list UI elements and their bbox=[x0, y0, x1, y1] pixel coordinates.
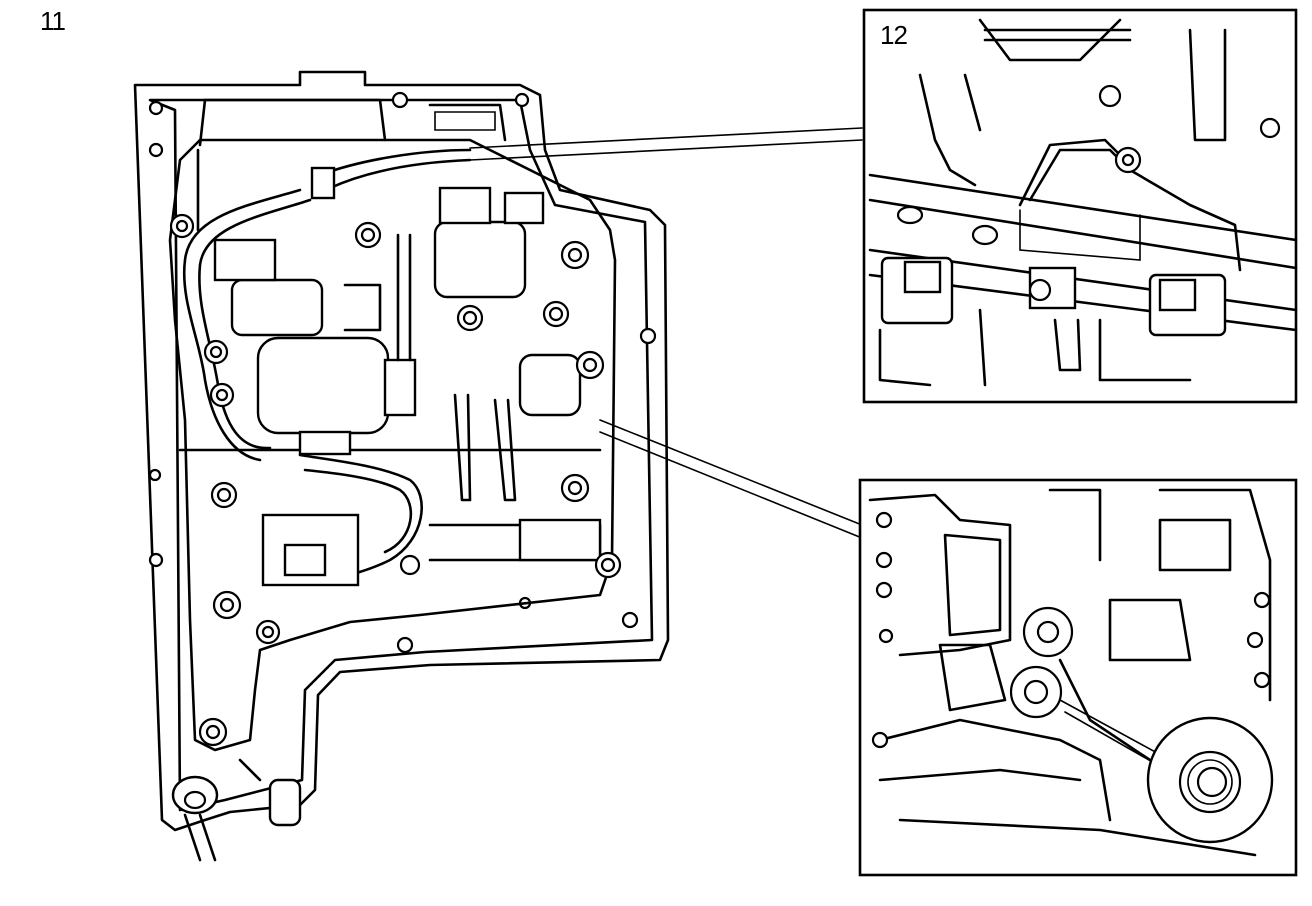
detail-view-top bbox=[862, 8, 1298, 404]
valve-body bbox=[168, 98, 617, 752]
figure-number-main: 11 bbox=[40, 6, 66, 36]
valve-body-bolts bbox=[169, 213, 622, 747]
solenoid-valves bbox=[213, 166, 602, 587]
gasket-bolt-holes bbox=[148, 91, 657, 654]
detail-view-bottom bbox=[858, 478, 1298, 877]
bottom-connector bbox=[171, 758, 302, 862]
figure-number-detail: 12 bbox=[880, 20, 908, 50]
leader-lines bbox=[469, 127, 863, 539]
